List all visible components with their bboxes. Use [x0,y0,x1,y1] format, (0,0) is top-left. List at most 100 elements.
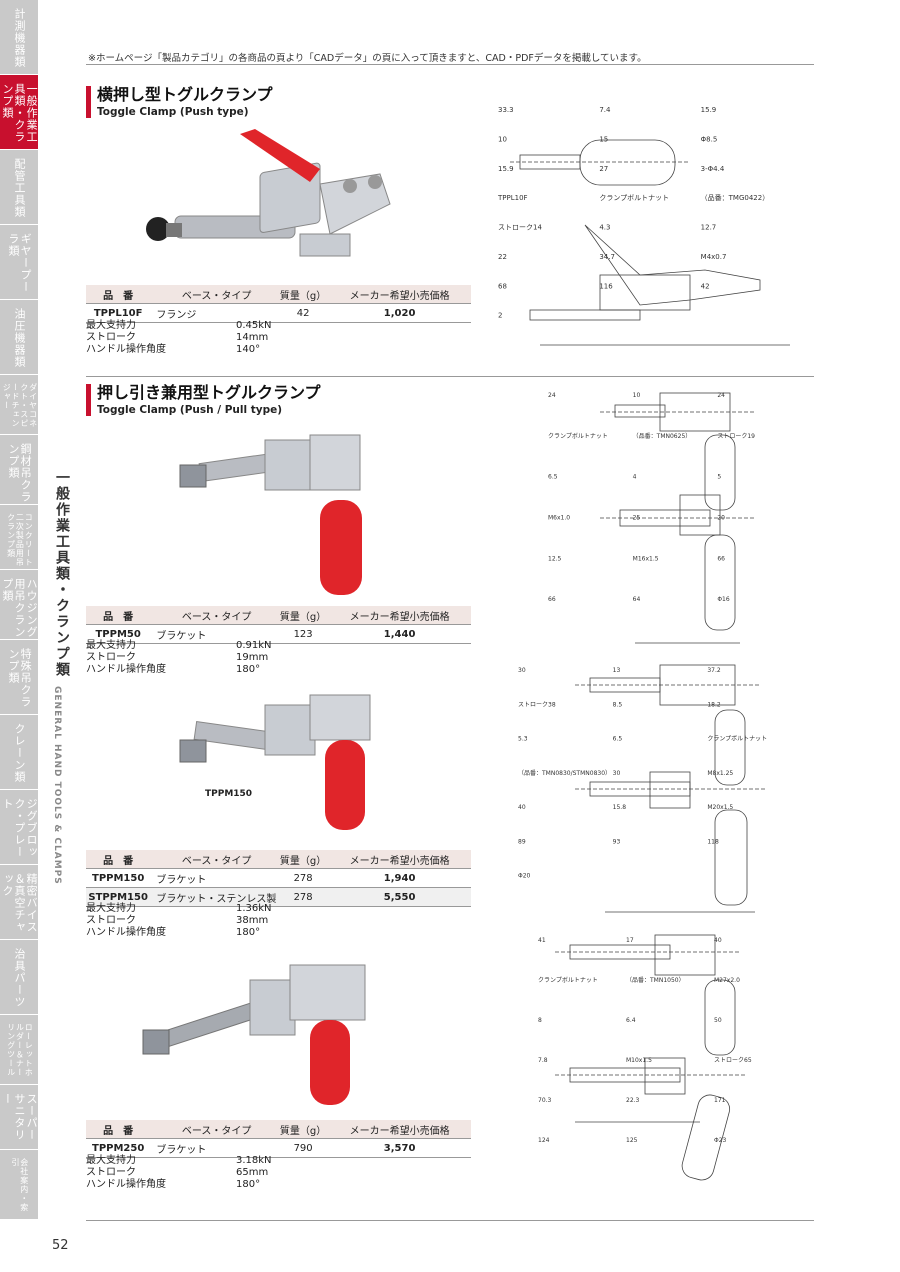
header-price: メーカー希望小売価格 [328,850,471,869]
header-base: ベース・タイプ [150,285,278,304]
dimension-label: 40 [518,804,526,811]
dimension-label: M10x1.5 [626,1057,652,1064]
header-base: ベース・タイプ [150,850,278,869]
index-tab[interactable]: ギヤープーラ類 [0,225,38,300]
cell-price: 1,020 [328,303,471,323]
spec-table-tppl10f: 品 番 ベース・タイプ 質量（g） メーカー希望小売価格 TPPL10F フラン… [86,285,471,323]
dimension-label: TPPL10F [497,194,528,202]
spec-value: 180° [236,927,261,938]
dimension-label: 30 [518,667,526,674]
dimension-label: 13 [613,667,621,674]
table-row: TPPM50 ブラケット 123 1,440 [86,624,471,644]
cell-base: ブラケット・ステンレス製 [150,887,278,907]
dimension-label: 8 [538,1017,542,1024]
table-header-row: 品 番 ベース・タイプ 質量（g） メーカー希望小売価格 [86,850,471,869]
dimension-label: 5 [717,474,721,481]
section-title-ja: 横押し型トグルクランプ [97,85,273,104]
dimension-label: 6.5 [548,474,558,481]
index-tab[interactable]: 特殊吊クランプ類 [0,640,38,715]
cell-code: TPPM250 [86,1138,151,1158]
section-title-push: 横押し型トグルクランプ Toggle Clamp (Push type) [86,86,273,118]
dimension-label: （品番：TMN0625） [633,433,692,440]
index-tab-label: クレーン類 [13,723,27,783]
dimension-label: 25 [633,515,641,522]
index-tab[interactable]: 油圧機器類 [0,300,38,375]
dimension-label: 6.5 [613,736,623,743]
index-tab[interactable]: 一般作業工具類・クランプ類 [0,75,38,150]
dimension-label: 18.2 [707,701,721,708]
index-tab[interactable]: 配管工具類 [0,150,38,225]
index-tab-label: コンクリート二次製品用吊クランプ類 [6,513,34,567]
dimension-label: M16x1.5 [633,555,659,562]
spec-label: 最大支持力 [86,320,136,331]
spec-label: 最大支持力 [86,640,136,651]
spec-value: 0.91kN [236,640,272,651]
spec-table-tppm50: 品 番 ベース・タイプ 質量（g） メーカー希望小売価格 TPPM50 ブラケッ… [86,606,471,644]
dimension-label: ストローク19 [717,433,755,440]
cell-price: 5,550 [328,887,471,907]
spec-table-tppm250: 品 番 ベース・タイプ 質量（g） メーカー希望小売価格 TPPM250 ブラケ… [86,1120,471,1158]
cell-base: ブラケット [150,1138,278,1158]
dimension-label: 7.4 [599,106,611,114]
dimension-label: Φ8.5 [701,135,718,143]
table-row: TPPM250 ブラケット 790 3,570 [86,1138,471,1158]
index-tab-label: ダイヤコネクト・スピードチェンジャー [2,383,38,428]
dimension-label: （品番：TMN0830/STMN0830） [518,770,611,777]
spec-value: 140° [236,344,261,355]
spec-label: ハンドル操作角度 [86,1179,166,1190]
table-header-row: 品 番 ベース・タイプ 質量（g） メーカー希望小売価格 [86,1120,471,1139]
index-tab[interactable]: 治具パーツ [0,940,38,1015]
dimension-label: 15.9 [701,106,717,114]
bottom-rule [86,1220,814,1221]
dimension-label: （品番：TMN1050） [626,977,685,984]
dimension-label: クランプボルトナット [538,976,598,984]
header-base: ベース・タイプ [150,606,278,625]
index-tab[interactable]: コンクリート二次製品用吊クランプ類 [0,505,38,570]
dimension-label: M8x1.25 [707,770,733,777]
dimension-label: 10 [633,392,641,399]
section-title-ja: 押し引き兼用型トグルクランプ [97,383,321,402]
cell-mass: 123 [277,624,329,644]
dimension-label: 27 [599,165,608,173]
index-tab-label: 治具パーツ [13,948,27,1008]
table-row: TPPL10F フランジ 42 1,020 [86,303,471,323]
index-tab[interactable]: スーパーサニタリー [0,1085,38,1150]
cell-base: ブラケット [150,868,278,888]
spec-value: 14mm [236,332,269,343]
header-mass: 質量（g） [277,285,329,304]
spec-value: 65mm [236,1167,269,1178]
index-tab[interactable]: 計測機器類 [0,0,38,75]
spec-value: 180° [236,664,261,675]
spec-value: 1.36kN [236,903,272,914]
index-tab[interactable]: ローレットホルダー＆ナーリングツール [0,1015,38,1085]
index-tab-label: スーパーサニタリー [0,1093,39,1141]
index-tab-label: 会社案内・索引 [11,1158,29,1212]
dimension-label: クランプボルトナット [548,432,608,440]
index-tab[interactable]: 鋼材吊クランプ類 [0,435,38,505]
index-tab[interactable]: ハウジング用吊クランプ類 [0,570,38,640]
dimension-label: 118 [707,838,719,845]
index-tab[interactable]: 精密バイス＆真空チャック [0,865,38,940]
index-tab[interactable]: クレーン類 [0,715,38,790]
dimension-label: 20 [717,515,725,522]
index-tab-label: 配管工具類 [13,158,27,218]
dimension-label: 2 [498,312,502,320]
section-rule [86,376,814,377]
dimension-label: 30 [613,770,621,777]
index-tab-label: 計測機器類 [13,8,27,68]
dimension-label: 89 [518,838,526,845]
dimension-label: 66 [548,596,556,603]
spec-value: 180° [236,1179,261,1190]
index-tab[interactable]: ジグブロック・プレート [0,790,38,865]
index-tab[interactable]: 会社案内・索引 [0,1150,38,1220]
product-photo-tppm150 [179,694,371,830]
index-tab[interactable]: ダイヤコネクト・スピードチェンジャー [0,375,38,435]
dimension-label: 24 [717,392,725,399]
dimension-label: 34.7 [599,253,615,261]
spec-label: ストローク [86,915,136,926]
dimension-label: 10 [498,135,507,143]
index-tab-label: ハウジング用吊クランプ類 [0,578,39,638]
index-tab-label: 一般作業工具類・クランプ類 [0,83,39,143]
